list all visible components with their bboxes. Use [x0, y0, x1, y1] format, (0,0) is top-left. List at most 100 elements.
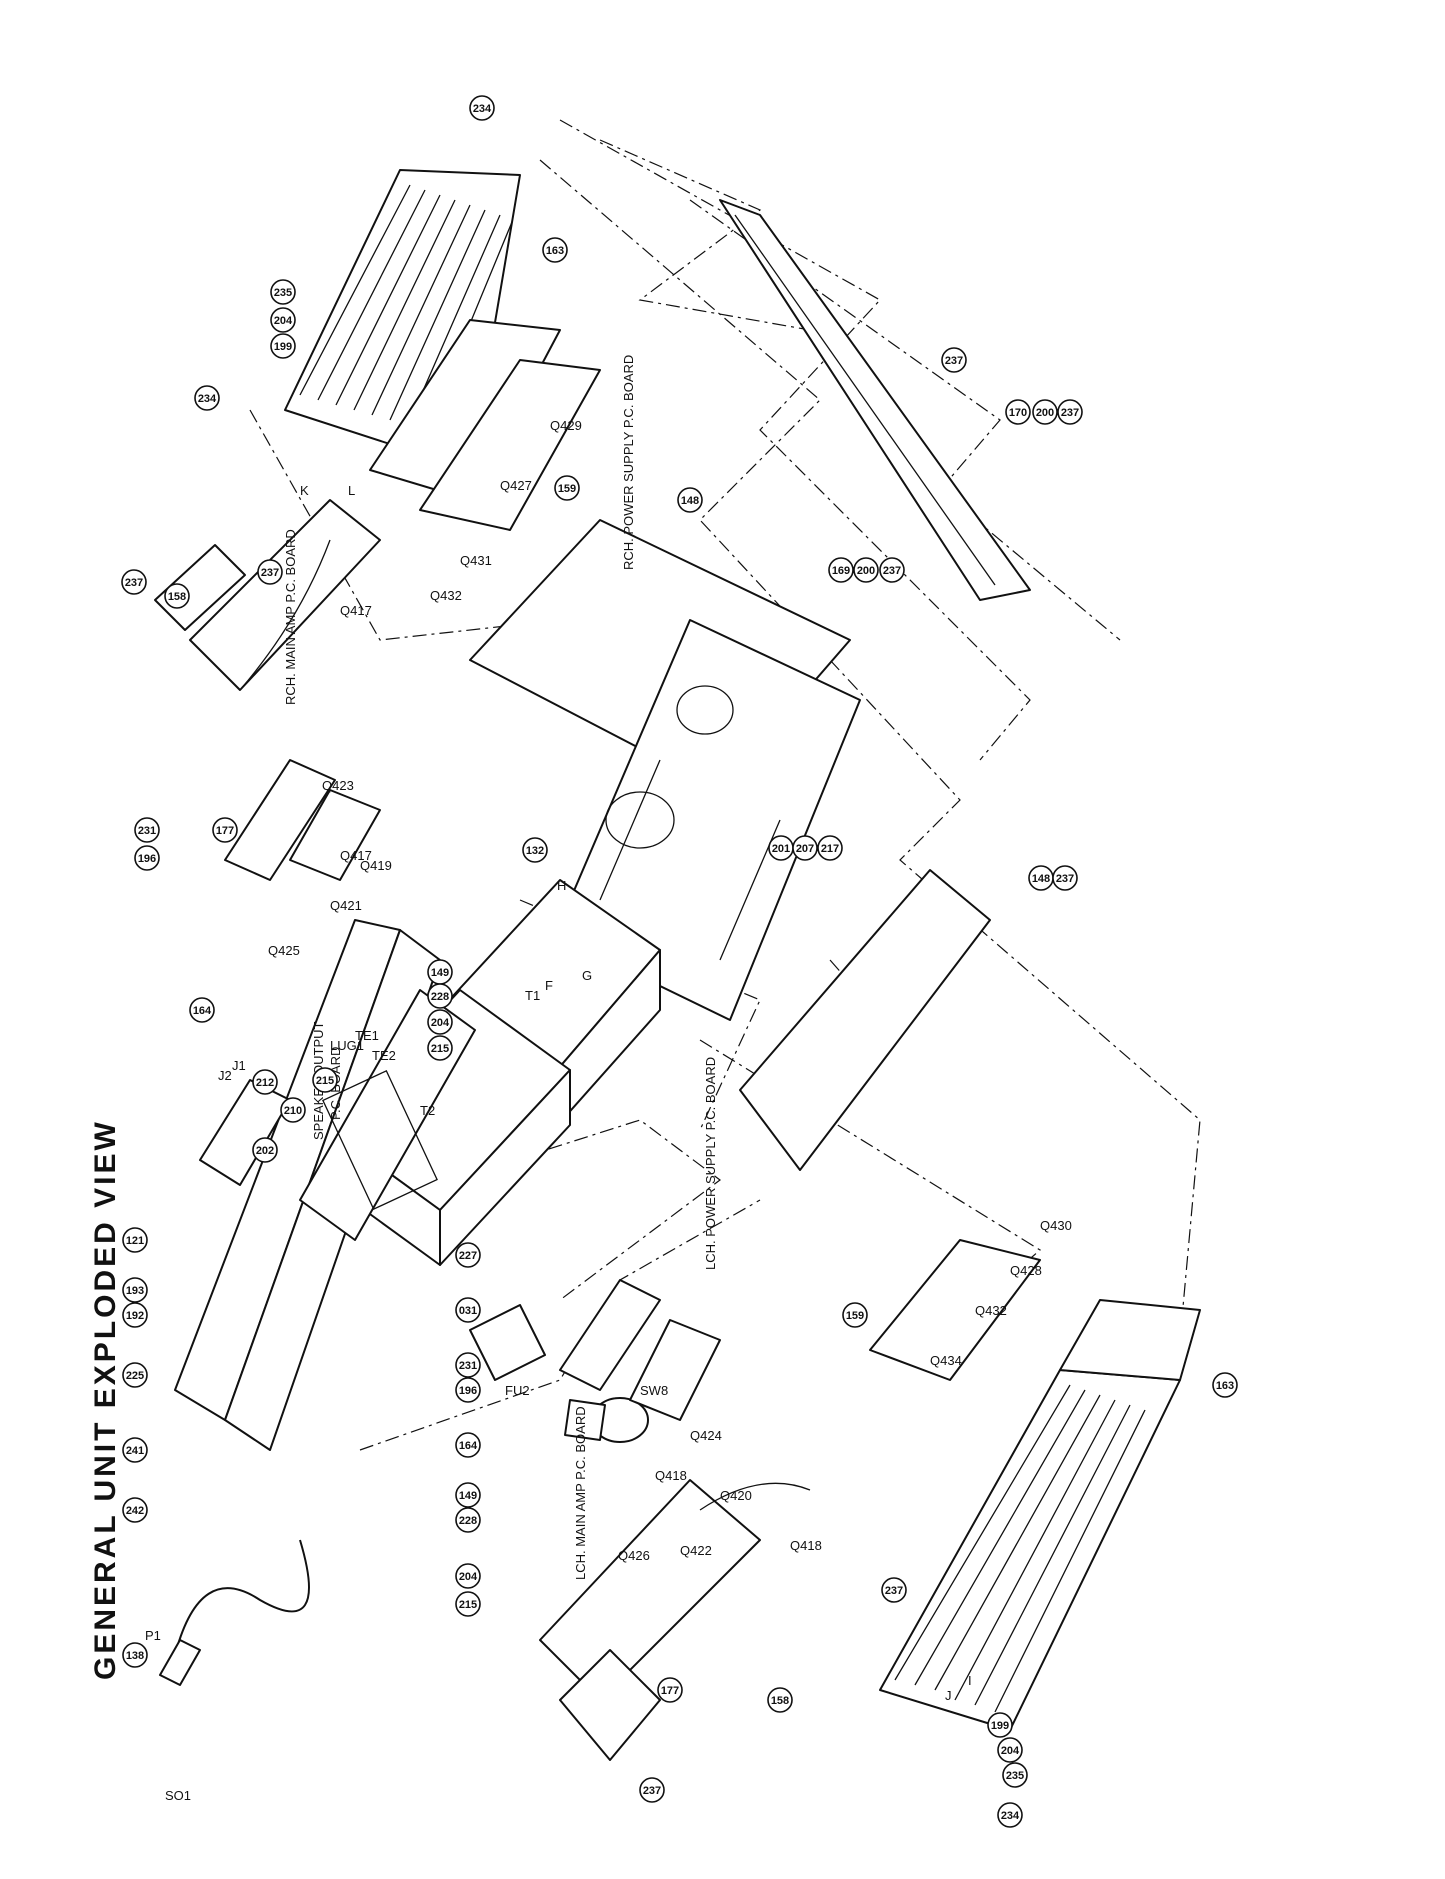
- part-callout-p234b: 234: [194, 385, 220, 411]
- callout-circle: [455, 1377, 481, 1403]
- part-callout-p202: 202: [252, 1137, 278, 1163]
- callout-number: 204: [431, 1017, 450, 1029]
- callout-circle: [522, 837, 548, 863]
- callout-circle: [455, 1482, 481, 1508]
- part-callout-p231a: 231: [134, 817, 160, 843]
- part-callout-p237d: 237: [121, 569, 147, 595]
- callout-circle: [817, 835, 843, 861]
- transistor-q434: Q434: [930, 1353, 962, 1368]
- part-callout-p237a: 237: [257, 559, 283, 585]
- part-callout-p234a: 234: [469, 95, 495, 121]
- ref-letter-l: L: [348, 483, 355, 498]
- part-callout-p192: 192: [122, 1302, 148, 1328]
- callout-number: 163: [1216, 1380, 1234, 1392]
- callout-number: 148: [1032, 873, 1050, 885]
- component-fu2: FU2: [505, 1383, 530, 1398]
- ref-letter-k: K: [300, 483, 309, 498]
- part-callout-p158b: 158: [767, 1687, 793, 1713]
- callout-circle: [542, 237, 568, 263]
- callout-circle: [122, 1227, 148, 1253]
- callout-number: 235: [274, 287, 292, 299]
- transistor-q426: Q426: [618, 1548, 650, 1563]
- callout-number: 158: [168, 591, 186, 603]
- callout-number: 204: [459, 1571, 478, 1583]
- callout-number: 207: [796, 843, 814, 855]
- component-j1: J1: [232, 1058, 246, 1073]
- callout-circle: [257, 559, 283, 585]
- transistor-q420: Q420: [720, 1488, 752, 1503]
- callout-circle: [427, 1035, 453, 1061]
- callout-number: 200: [857, 565, 875, 577]
- callout-number: 159: [558, 483, 576, 495]
- callout-circle: [554, 475, 580, 501]
- callout-circle: [1005, 399, 1031, 425]
- callout-number: 138: [126, 1650, 144, 1662]
- part-callout-p170: 170: [1005, 399, 1031, 425]
- part-callout-p237g: 237: [881, 1577, 907, 1603]
- rch-power-supply-label: RCH. POWER SUPPLY P.C. BOARD: [621, 355, 636, 570]
- part-callout-p196b: 196: [455, 1377, 481, 1403]
- part-callout-p210: 210: [280, 1097, 306, 1123]
- callout-circle: [312, 1067, 338, 1093]
- part-callout-p237h: 237: [639, 1777, 665, 1803]
- callout-number: 177: [216, 825, 234, 837]
- part-callout-p235b: 235: [1002, 1762, 1028, 1788]
- callout-circle: [189, 997, 215, 1023]
- lch-main-amp-label: LCH. MAIN AMP P.C. BOARD: [573, 1406, 588, 1580]
- callout-circle: [455, 1432, 481, 1458]
- part-callout-p204a: 204: [270, 307, 296, 333]
- part-callout-p207: 207: [792, 835, 818, 861]
- callout-number: 199: [274, 341, 292, 353]
- callout-number: 121: [126, 1235, 144, 1247]
- part-callout-p164a: 164: [189, 997, 215, 1023]
- callout-number: 234: [473, 103, 492, 115]
- callout-number: 149: [459, 1490, 477, 1502]
- part-callout-p225: 225: [122, 1362, 148, 1388]
- callout-number: 237: [261, 567, 279, 579]
- rch-heat-sink: [284, 169, 601, 531]
- callout-number: 212: [256, 1077, 274, 1089]
- transistor-q422: Q422: [680, 1543, 712, 1558]
- part-callout-p177b: 177: [657, 1677, 683, 1703]
- part-callout-p196a: 196: [134, 845, 160, 871]
- callout-circle: [122, 1437, 148, 1463]
- callout-number: 215: [459, 1599, 477, 1611]
- part-number-callouts: 234 163 235 204 199 234 159 237 148 170 200 237 237 2…: [121, 95, 1238, 1828]
- callout-number: 164: [193, 1005, 212, 1017]
- callout-number: 242: [126, 1505, 144, 1517]
- callout-circle: [997, 1737, 1023, 1763]
- callout-circle: [270, 333, 296, 359]
- part-callout-p148b: 148: [1028, 865, 1054, 891]
- ref-letter-i: I: [968, 1673, 972, 1688]
- part-callout-p121: 121: [122, 1227, 148, 1253]
- part-callout-p159b: 159: [842, 1302, 868, 1328]
- callout-number: 241: [126, 1445, 144, 1457]
- transistor-q428: Q428: [1010, 1263, 1042, 1278]
- callout-number: 237: [125, 577, 143, 589]
- part-callout-p228b: 228: [455, 1507, 481, 1533]
- ref-letter-h: H: [557, 878, 566, 893]
- part-callout-p199b: 199: [987, 1712, 1013, 1738]
- part-callout-p199a: 199: [270, 333, 296, 359]
- transistor-q432-a: Q432: [430, 588, 462, 603]
- part-callout-p212: 212: [252, 1069, 278, 1095]
- callout-number: 237: [945, 355, 963, 367]
- part-callout-p215c: 215: [455, 1591, 481, 1617]
- part-callout-p148a: 148: [677, 487, 703, 513]
- transistor-bracket-lower: [559, 1279, 721, 1421]
- transistor-q419: Q419: [360, 858, 392, 873]
- part-callout-p228a: 228: [427, 983, 453, 1009]
- component-so1: SO1: [165, 1788, 191, 1803]
- part-callout-p163b: 163: [1212, 1372, 1238, 1398]
- callout-number: 210: [284, 1105, 302, 1117]
- callout-number: 204: [274, 315, 293, 327]
- callout-circle: [122, 1277, 148, 1303]
- part-callout-p158a: 158: [164, 583, 190, 609]
- callout-circle: [469, 95, 495, 121]
- callout-number: 202: [256, 1145, 274, 1157]
- callout-number: 164: [459, 1440, 478, 1452]
- transistor-q425: Q425: [268, 943, 300, 958]
- callout-number: 228: [431, 991, 449, 1003]
- part-callout-p177a: 177: [212, 817, 238, 843]
- callout-circle: [252, 1137, 278, 1163]
